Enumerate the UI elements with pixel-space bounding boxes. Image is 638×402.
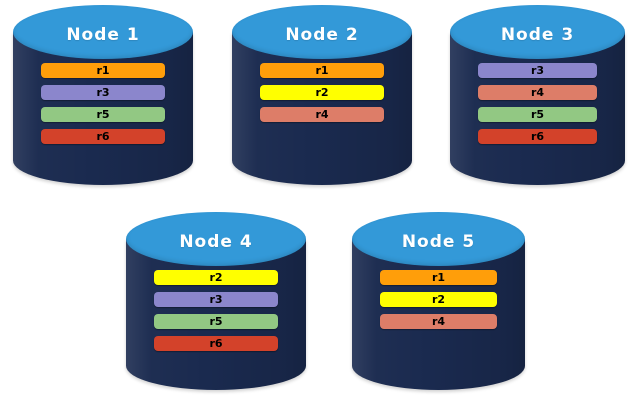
cylinder-top-ellipse <box>126 212 306 266</box>
replica-bar-r4[interactable]: r4 <box>380 314 497 329</box>
replica-bar-list: r1 r2 r4 <box>232 63 412 129</box>
replica-bar-r6[interactable]: r6 <box>154 336 278 351</box>
replica-bar-list: r1 r2 r4 <box>352 270 525 336</box>
node-label: Node 5 <box>401 232 476 252</box>
node-label: Node 1 <box>66 25 140 45</box>
replica-bar-r3[interactable]: r3 <box>41 85 165 100</box>
replica-bar-r5[interactable]: r5 <box>154 314 278 329</box>
replica-bar-list: r3 r4 r5 r6 <box>450 63 625 151</box>
replica-bar-r4[interactable]: r4 <box>260 107 384 122</box>
node-label: Node 4 <box>179 232 253 252</box>
replica-bar-r6[interactable]: r6 <box>41 129 165 144</box>
replica-bar-r2[interactable]: r2 <box>380 292 497 307</box>
replica-bar-list: r1 r3 r5 r6 <box>13 63 193 151</box>
node-5[interactable]: Node 5 r1 r2 r4 <box>352 212 525 390</box>
replica-bar-r4[interactable]: r4 <box>478 85 597 100</box>
replica-bar-r5[interactable]: r5 <box>478 107 597 122</box>
replica-bar-r1[interactable]: r1 <box>380 270 497 285</box>
replica-bar-r6[interactable]: r6 <box>478 129 597 144</box>
replica-bar-r3[interactable]: r3 <box>478 63 597 78</box>
node-label: Node 3 <box>500 25 575 45</box>
replica-bar-r1[interactable]: r1 <box>41 63 165 78</box>
node-2[interactable]: Node 2 r1 r2 r4 <box>232 5 412 185</box>
replica-bar-r3[interactable]: r3 <box>154 292 278 307</box>
replica-bar-list: r2 r3 r5 r6 <box>126 270 306 358</box>
node-4[interactable]: Node 4 r2 r3 r5 r6 <box>126 212 306 390</box>
node-3[interactable]: Node 3 r3 r4 r5 r6 <box>450 5 625 185</box>
replica-bar-r2[interactable]: r2 <box>260 85 384 100</box>
cylinder-top-ellipse <box>232 5 412 59</box>
node-1[interactable]: Node 1 r1 r3 r5 r6 <box>13 5 193 185</box>
cylinder-top-ellipse <box>352 212 525 266</box>
replica-bar-r1[interactable]: r1 <box>260 63 384 78</box>
replica-bar-r5[interactable]: r5 <box>41 107 165 122</box>
node-label: Node 2 <box>285 25 359 45</box>
cylinder-top-ellipse <box>450 5 625 59</box>
replica-bar-r2[interactable]: r2 <box>154 270 278 285</box>
cylinder-top-ellipse <box>13 5 193 59</box>
